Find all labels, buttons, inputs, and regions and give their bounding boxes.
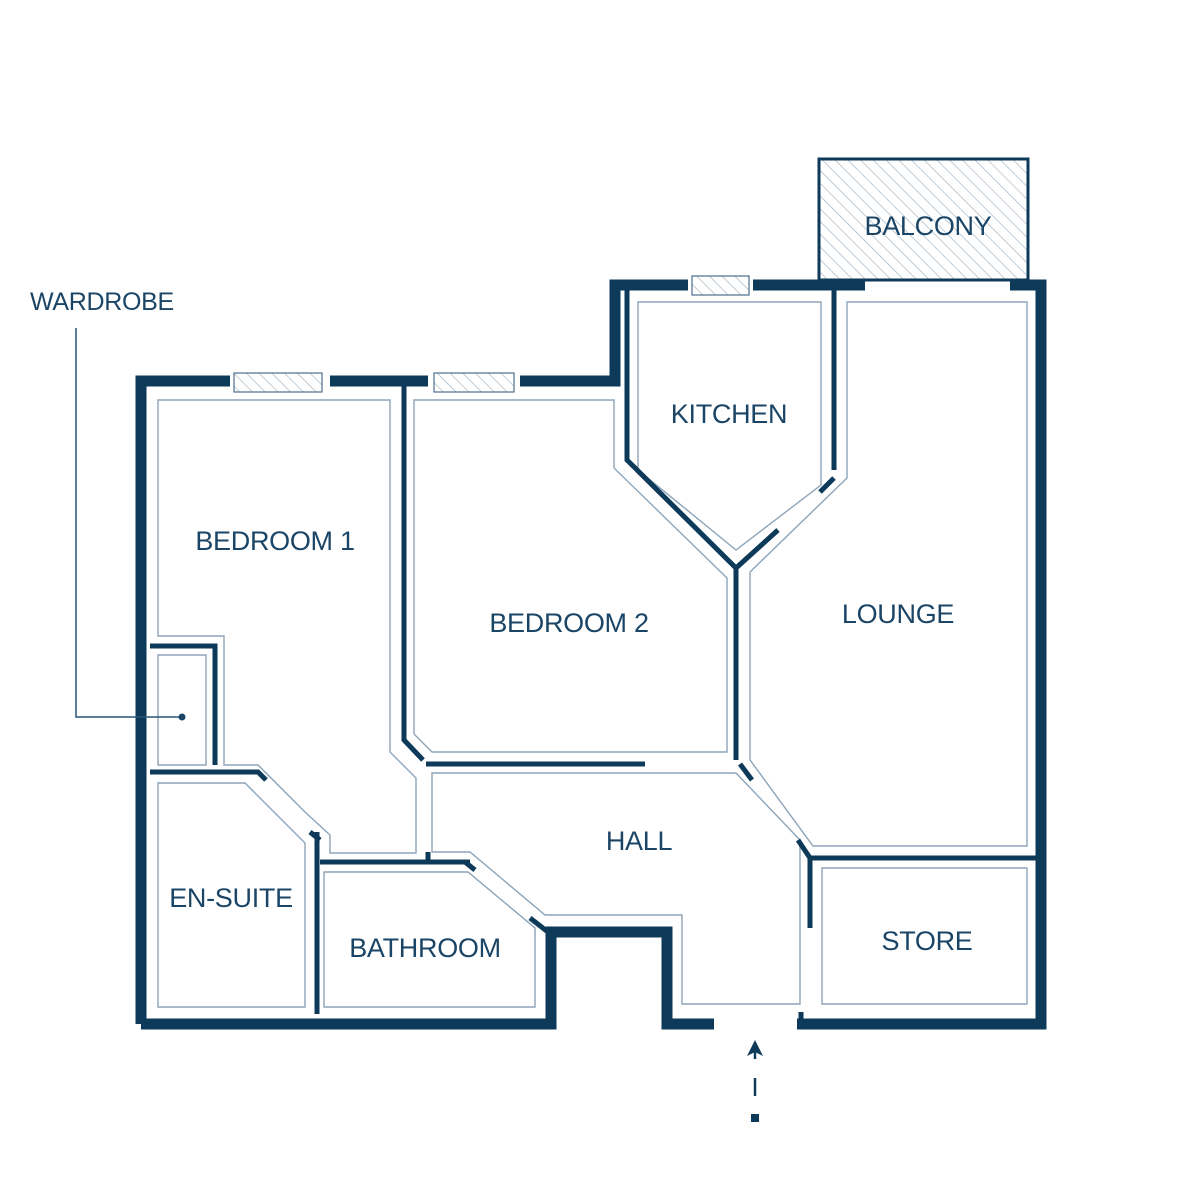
label-bathroom: BATHROOM — [349, 933, 501, 963]
label-kitchen: KITCHEN — [671, 399, 787, 429]
walls — [135, 279, 1047, 1030]
wardrobe-callout: WARDROBE — [30, 288, 186, 721]
label-bedroom2: BEDROOM 2 — [489, 608, 648, 638]
label-lounge: LOUNGE — [842, 599, 954, 629]
label-balcony: BALCONY — [865, 211, 992, 241]
label-bedroom1: BEDROOM 1 — [195, 526, 354, 556]
inner-outlines — [157, 301, 1028, 1008]
partitions — [150, 290, 1038, 1024]
windows — [233, 275, 750, 393]
window-bedroom1 — [233, 372, 323, 393]
wardrobe-leader-line — [75, 328, 180, 718]
arrow-up-icon — [747, 1040, 763, 1122]
label-wardrobe: WARDROBE — [30, 288, 174, 316]
label-hall: HALL — [606, 826, 673, 856]
balcony — [817, 157, 1030, 282]
wardrobe-leader-dot — [178, 713, 186, 721]
label-store: STORE — [881, 926, 972, 956]
window-kitchen — [691, 275, 750, 296]
room-labels: BALCONY KITCHEN BEDROOM 1 BEDROOM 2 LOUN… — [169, 211, 992, 963]
label-ensuite: EN-SUITE — [169, 883, 293, 913]
window-bedroom2 — [433, 372, 515, 393]
